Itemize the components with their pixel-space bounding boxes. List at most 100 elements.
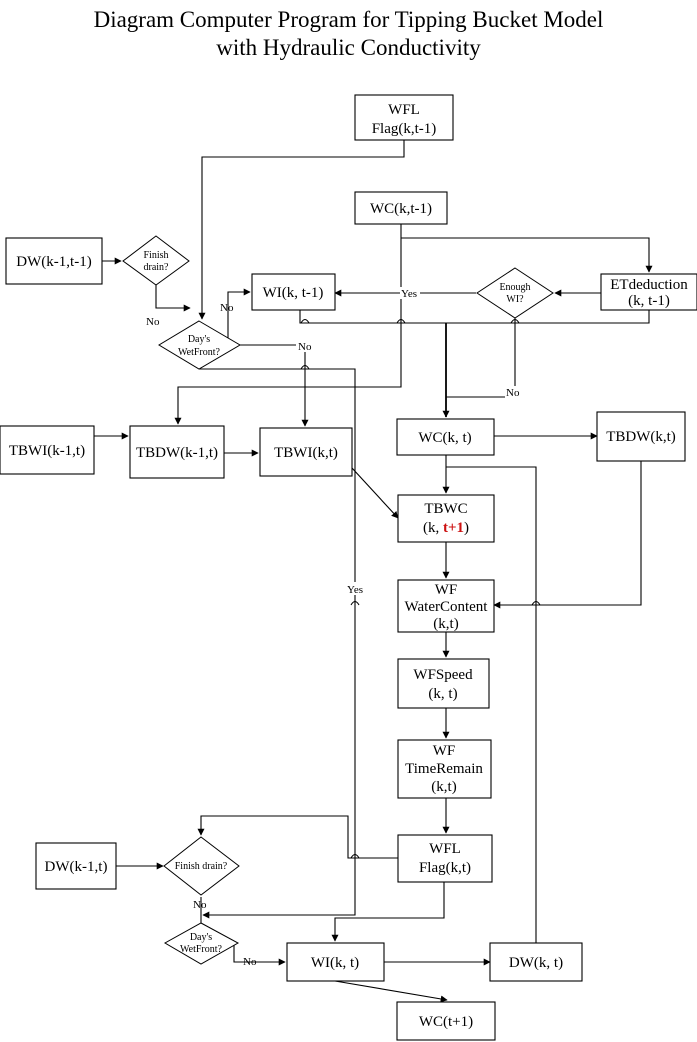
label-no-wetfront-1-right: No	[298, 341, 312, 353]
box-wfspeed: WFSpeed (k, t)	[397, 658, 490, 709]
diamond-days-wetfront-2: Day's WetFront?	[163, 922, 240, 965]
box-wc-prev: WC(k,t-1)	[354, 191, 448, 225]
label-yes-enough: Yes	[401, 288, 417, 300]
svg-text:DW(k-1,t): DW(k-1,t)	[45, 859, 108, 875]
svg-text:(k,t): (k,t)	[431, 779, 456, 795]
svg-text:TBWI(k,t): TBWI(k,t)	[274, 445, 338, 461]
svg-text:WC(t+1): WC(t+1)	[419, 1014, 473, 1030]
conn-dw-up	[446, 466, 537, 943]
conn-wcprev-down	[174, 224, 402, 425]
diamond-days-wetfront-1: Day's WetFront?	[158, 320, 241, 370]
svg-text:DW(k, t): DW(k, t)	[509, 955, 563, 971]
conn-finish-no	[155, 285, 191, 312]
conn-wflflag-prev-to-wetfront	[198, 140, 405, 320]
conn-tbwi-to-tbwc	[351, 467, 399, 519]
svg-text:WetFront?: WetFront?	[178, 347, 221, 358]
svg-text:WC(k,t-1): WC(k,t-1)	[370, 201, 432, 217]
box-wfl-flag-prev: WFL Flag(k,t-1)	[354, 94, 454, 141]
svg-text:Flag(k,t-1): Flag(k,t-1)	[372, 121, 437, 137]
svg-text:Finish: Finish	[143, 250, 168, 261]
box-tbdw: TBDW(k,t)	[596, 411, 686, 462]
tbwc-highlight: t+1	[443, 520, 464, 536]
diamond-enough-wi: Enough WI?	[476, 267, 554, 319]
box-dw-prev: DW(k-1,t)	[35, 842, 117, 890]
svg-text:drain?: drain?	[144, 262, 170, 273]
conn-wetfront-no-up	[227, 288, 251, 338]
svg-text:WI(k, t): WI(k, t)	[311, 955, 359, 971]
bridge-1	[300, 318, 310, 324]
svg-text:(k, t): (k, t)	[428, 686, 457, 702]
svg-text:WaterContent: WaterContent	[405, 599, 489, 615]
conn-tbdw-to-wfwc	[493, 461, 642, 609]
svg-text:(k,t): (k,t)	[433, 616, 458, 632]
svg-text:WI(k, t-1): WI(k, t-1)	[263, 285, 324, 301]
svg-text:Day's: Day's	[190, 932, 212, 943]
conn-et-down	[446, 310, 650, 324]
conn-wetfront-yes	[199, 368, 356, 919]
conn-wiprev-down	[299, 310, 446, 324]
svg-text:WC(k, t): WC(k, t)	[418, 430, 471, 446]
conn-wflflag-down	[331, 882, 445, 942]
box-wfl-flag: WFL Flag(k,t)	[397, 834, 493, 883]
label-no-wetfront-2: No	[243, 956, 257, 968]
svg-text:WFL: WFL	[429, 841, 461, 857]
box-tbdw-prev: TBDW(k-1,t)	[129, 425, 225, 479]
box-wi-prev: WI(k, t-1)	[251, 273, 336, 311]
diagram-title: Diagram Computer Program for Tipping Buc…	[0, 6, 697, 62]
edge-labels: Yes No No No No Yes No No	[146, 287, 523, 968]
svg-text:WetFront?: WetFront?	[180, 944, 223, 955]
conn-wi-to-wcnext	[334, 980, 448, 1003]
diamond-finish-drain-1: Finish drain?	[122, 235, 190, 286]
box-tbwc: TBWC (k, t+1)	[397, 494, 495, 543]
svg-text:ETdeduction: ETdeduction	[610, 277, 688, 293]
svg-text:WI?: WI?	[506, 294, 524, 305]
svg-text:(k, t-1): (k, t-1)	[628, 293, 670, 309]
svg-text:Flag(k,t): Flag(k,t)	[419, 860, 471, 876]
box-wc-next: WC(t+1)	[396, 1001, 496, 1041]
svg-text:Day's: Day's	[188, 334, 210, 345]
svg-text:TBWI(k-1,t): TBWI(k-1,t)	[9, 443, 85, 459]
bridge-2	[396, 318, 406, 324]
svg-text:TBDW(k,t): TBDW(k,t)	[606, 429, 676, 445]
svg-text:WF: WF	[435, 582, 458, 598]
conn-wetfront-no-right	[240, 344, 309, 427]
box-wf-timeremain: WF TimeRemain (k,t)	[397, 739, 492, 799]
bridge-6	[531, 600, 541, 606]
box-tbwi: TBWI(k,t)	[259, 427, 353, 477]
bridge-5	[350, 600, 360, 606]
label-no-enough: No	[506, 387, 520, 399]
svg-text:(k, t+1): (k, t+1)	[423, 520, 469, 536]
label-yes-long: Yes	[347, 584, 363, 596]
svg-text:DW(k-1,t-1): DW(k-1,t-1)	[16, 254, 91, 270]
bridge-7	[350, 853, 360, 859]
box-wc: WC(k, t)	[396, 418, 495, 456]
box-etdeduction: ETdeduction (k, t-1)	[600, 273, 697, 311]
conn-wcprev-to-et	[401, 237, 653, 273]
label-no-wetfront-1-up: No	[220, 302, 234, 314]
bridge-4	[300, 364, 310, 370]
box-wf-watercontent: WF WaterContent (k,t)	[397, 579, 495, 633]
label-no-finish-2: No	[193, 899, 207, 911]
svg-text:TimeRemain: TimeRemain	[405, 761, 483, 777]
svg-text:TBDW(k-1,t): TBDW(k-1,t)	[136, 445, 218, 461]
conn-wetfront2-no	[233, 943, 286, 966]
diamond-finish-drain-2: Finish drain?	[163, 836, 240, 896]
box-dw: DW(k, t)	[489, 942, 583, 982]
bridge-3	[510, 318, 520, 324]
svg-text:WF: WF	[433, 743, 456, 759]
svg-text:Enough: Enough	[499, 282, 530, 293]
title-line-1: Diagram Computer Program for Tipping Buc…	[93, 7, 604, 32]
box-wi: WI(k, t)	[286, 942, 385, 982]
conn-wflflag-to-finish2	[197, 815, 398, 859]
svg-text:WFL: WFL	[388, 102, 420, 118]
box-dw-prev-prev: DW(k-1,t-1)	[5, 237, 103, 285]
connectors	[94, 140, 653, 1003]
conn-enough-no	[446, 318, 516, 398]
box-tbwi-prev: TBWI(k-1,t)	[0, 425, 95, 475]
svg-text:TBWC: TBWC	[424, 501, 467, 517]
svg-text:WFSpeed: WFSpeed	[413, 667, 473, 683]
title-line-2: with Hydraulic Conductivity	[216, 35, 481, 60]
label-no-finish-1: No	[146, 316, 160, 328]
svg-text:Finish drain?: Finish drain?	[175, 861, 228, 872]
